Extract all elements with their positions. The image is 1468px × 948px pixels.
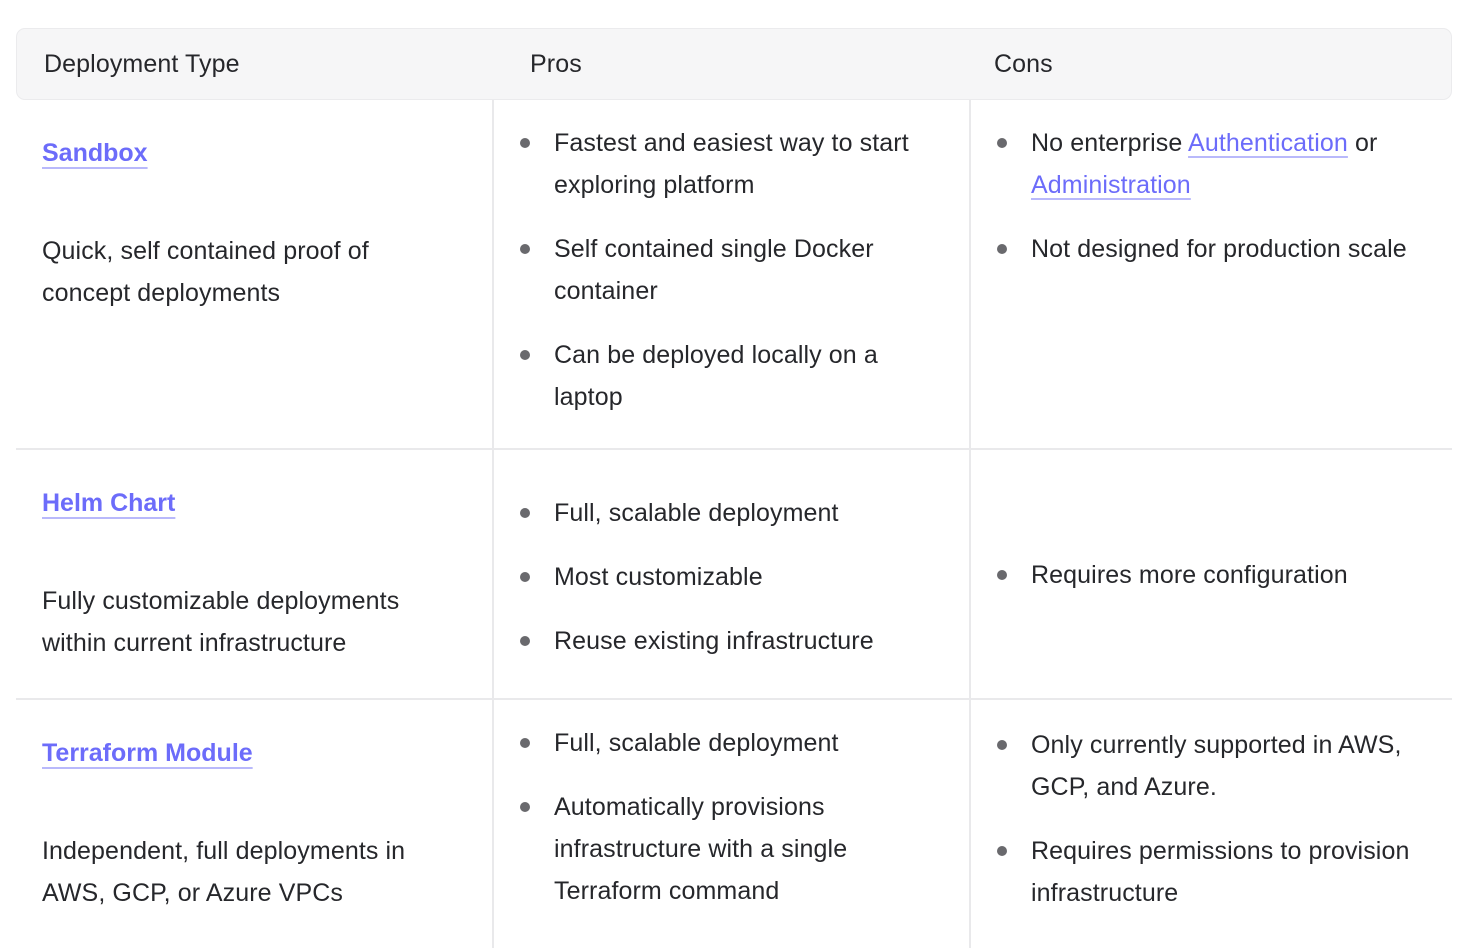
cell-cons: No enterprise Authentication or Administ… [969, 100, 1452, 448]
list-item: Self contained single Docker container [510, 228, 929, 312]
cons-list: No enterprise Authentication or Administ… [987, 122, 1422, 270]
deployment-comparison-table: Deployment Type Pros Cons Sandbox Quick,… [16, 28, 1452, 948]
column-header-deployment-type: Deployment Type [44, 49, 240, 78]
list-item: Can be deployed locally on a laptop [510, 334, 929, 418]
authentication-link[interactable]: Authentication [1188, 129, 1348, 157]
list-item: No enterprise Authentication or Administ… [987, 122, 1422, 206]
cell-deployment-type: Sandbox Quick, self contained proof of c… [16, 100, 492, 448]
table-header-row: Deployment Type Pros Cons [16, 28, 1452, 100]
list-item: Automatically provisions infrastructure … [510, 786, 929, 912]
cell-cons: Requires more configuration [969, 450, 1452, 698]
list-item: Reuse existing infrastructure [510, 620, 929, 662]
list-item: Most customizable [510, 556, 929, 598]
pros-list: Full, scalable deployment Automatically … [510, 722, 929, 912]
pros-list: Full, scalable deployment Most customiza… [510, 472, 929, 662]
deployment-type-description: Quick, self contained proof of concept d… [42, 237, 369, 307]
list-item: Full, scalable deployment [510, 722, 929, 764]
table-row: Helm Chart Fully customizable deployment… [16, 450, 1452, 700]
list-item: Not designed for production scale [987, 228, 1422, 270]
cell-pros: Fastest and easiest way to start explori… [492, 100, 969, 448]
cell-deployment-type: Helm Chart Fully customizable deployment… [16, 450, 492, 698]
deployment-type-link-sandbox[interactable]: Sandbox [42, 139, 148, 167]
cell-deployment-type: Terraform Module Independent, full deplo… [16, 700, 492, 948]
list-item: Only currently supported in AWS, GCP, an… [987, 724, 1422, 808]
deployment-type-description: Fully customizable deployments within cu… [42, 587, 400, 657]
cons-list: Requires more configuration [987, 472, 1422, 596]
page-root: Deployment Type Pros Cons Sandbox Quick,… [16, 28, 1452, 948]
cell-cons: Only currently supported in AWS, GCP, an… [969, 700, 1452, 948]
list-item: Requires permissions to provision infras… [987, 830, 1422, 914]
cell-pros: Full, scalable deployment Most customiza… [492, 450, 969, 698]
deployment-type-link-terraform-module[interactable]: Terraform Module [42, 739, 253, 767]
cons-list: Only currently supported in AWS, GCP, an… [987, 722, 1422, 914]
deployment-type-description: Independent, full deployments in AWS, GC… [42, 837, 406, 907]
deployment-type-link-helm-chart[interactable]: Helm Chart [42, 489, 176, 517]
pros-list: Fastest and easiest way to start explori… [510, 122, 929, 418]
list-item: Requires more configuration [987, 554, 1422, 596]
table-row: Terraform Module Independent, full deplo… [16, 700, 1452, 948]
list-item: Full, scalable deployment [510, 492, 929, 534]
column-header-cons: Cons [994, 49, 1053, 78]
cons-text-fragment: No enterprise [1031, 129, 1189, 157]
table-body: Sandbox Quick, self contained proof of c… [16, 100, 1452, 948]
table-row: Sandbox Quick, self contained proof of c… [16, 100, 1452, 450]
administration-link[interactable]: Administration [1031, 171, 1191, 199]
list-item: Fastest and easiest way to start explori… [510, 122, 929, 206]
cell-pros: Full, scalable deployment Automatically … [492, 700, 969, 948]
cons-text-fragment: or [1347, 129, 1378, 157]
column-header-pros: Pros [530, 49, 582, 78]
